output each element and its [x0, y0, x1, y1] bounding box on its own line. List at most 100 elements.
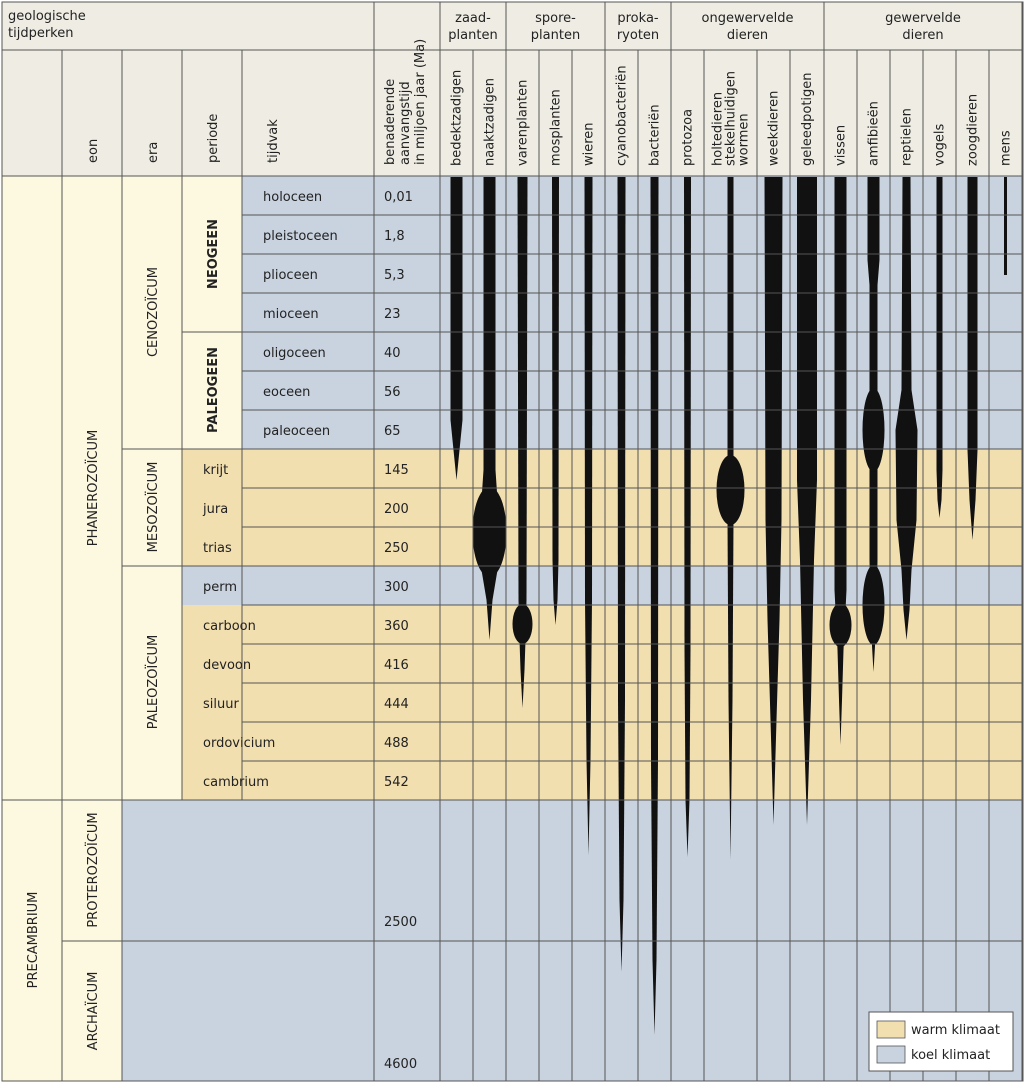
range-vissen — [834, 177, 847, 745]
age-label-perm: 300 — [384, 580, 409, 595]
range-mens — [1004, 177, 1007, 275]
period-neo-paleo-bg — [182, 176, 242, 449]
group-headers: zaad-plantenspore-plantenproka-ryotenong… — [448, 11, 961, 43]
organism-header-varenplanten: varenplanten — [516, 80, 531, 166]
row-bg-plioceen — [242, 254, 1023, 293]
peak-amfibieen — [862, 388, 885, 472]
epoch-label-holoceen: holoceen — [263, 190, 322, 205]
age-label-plioceen: 5,3 — [384, 268, 405, 283]
peak-holtedieren — [716, 455, 745, 525]
age-archaicum: 4600 — [384, 1057, 417, 1072]
organism-header-holtedieren-line3: wormen — [737, 113, 752, 166]
group-header-proka-line2: ryoten — [617, 28, 659, 43]
age-proterozoicum: 2500 — [384, 915, 417, 930]
epoch-label-perm: perm — [203, 580, 237, 595]
row-bg-mioceen — [242, 293, 1023, 332]
range-wieren — [584, 177, 593, 855]
group-header-zaad-line2: planten — [448, 28, 497, 43]
epoch-label-pleistoceen: pleistoceen — [263, 229, 338, 244]
organism-header-weekdieren: weekdieren — [767, 91, 782, 166]
range-geleedpotigen — [797, 177, 817, 825]
col-header-age-line3: in miljoen jaar (Ma) — [413, 39, 428, 165]
epoch-label-ordovicium: ordovicium — [203, 736, 275, 751]
era-label-cenozoicum: CENOZOÏCUM — [145, 267, 161, 357]
legend-swatch-warm — [876, 1020, 906, 1039]
organism-header-cyanobacterien: cyanobacteriën — [615, 65, 630, 166]
row-bg-jura — [182, 488, 1023, 527]
header-bg-right — [374, 2, 1023, 176]
epoch-label-trias: trias — [203, 541, 232, 556]
age-label-paleoceen: 65 — [384, 424, 401, 439]
peak-varenplanten — [512, 604, 533, 644]
header-bg-left — [2, 2, 374, 176]
col-header-age-line1: benaderende — [383, 79, 398, 165]
organism-header-holtedieren: holtedieren — [711, 92, 726, 166]
row-bg-paleoceen — [242, 410, 1023, 449]
col-header-age-line2: aanvangstijd — [398, 81, 413, 165]
row-bg-ordovicium — [182, 722, 1023, 761]
organism-header-geleedpotigen: geleedpotigen — [800, 72, 815, 166]
era-label-mesozoicum: MESOZOÏCUM — [145, 462, 161, 553]
age-label-krijt: 145 — [384, 463, 409, 478]
age-label-eoceen: 56 — [384, 385, 401, 400]
legend-label-koel: koel klimaat — [911, 1048, 990, 1063]
range-bedektzadigen — [450, 177, 463, 480]
peak-vissen — [829, 603, 852, 647]
period-label-paleogeen: PALEOGEEN — [206, 347, 221, 433]
corner-title-line2: tijdperken — [8, 26, 73, 41]
era-label-archaicum: ARCHAÏCUM — [85, 972, 101, 1051]
organism-header-reptielen: reptielen — [900, 108, 915, 166]
era-label-proterozoicum: PROTEROZOÏCUM — [85, 812, 101, 927]
spindle-layer — [450, 177, 1007, 1035]
col-header-epoch: tijdvak — [266, 119, 281, 163]
group-header-gew-line2: dieren — [902, 28, 943, 43]
group-header-ongew: ongewervelde — [702, 11, 794, 26]
epoch-label-paleoceen: paleoceen — [263, 424, 330, 439]
row-bg-siluur — [182, 683, 1023, 722]
range-weekdieren — [764, 177, 783, 825]
epoch-label-oligoceen: oligoceen — [263, 346, 326, 361]
row-bg-holoceen — [242, 176, 1023, 215]
row-bg-eoceen — [242, 371, 1023, 410]
organism-header-bedektzadigen: bedektzadigen — [450, 70, 465, 166]
row-bg-perm — [182, 566, 1023, 605]
organism-header-holtedieren-line2: stekelhuidigen — [724, 71, 739, 166]
group-header-spore: spore- — [535, 11, 576, 26]
age-label-ordovicium: 488 — [384, 736, 409, 751]
period-label-neogeen: NEOGEEN — [206, 219, 221, 289]
organism-header-zoogdieren: zoogdieren — [966, 94, 981, 166]
organism-header-vogels: vogels — [933, 123, 948, 166]
epoch-label-jura: jura — [202, 502, 228, 517]
age-label-trias: 250 — [384, 541, 409, 556]
row-bg-carboon — [182, 605, 1023, 644]
age-label-siluur: 444 — [384, 697, 409, 712]
age-label-mioceen: 23 — [384, 307, 401, 322]
age-label-pleistoceen: 1,8 — [384, 229, 405, 244]
era-meso-paleo-bg — [122, 449, 182, 800]
age-label-oligoceen: 40 — [384, 346, 401, 361]
row-bg-devoon — [182, 644, 1023, 683]
legend: warm klimaat koel klimaat — [868, 1011, 1014, 1072]
age-label-cambrium: 542 — [384, 775, 409, 790]
peak-naaktzadigen — [472, 487, 507, 577]
corner-title-line1: geologische — [8, 9, 86, 24]
organism-header-mens: mens — [999, 130, 1014, 166]
group-header-ongew-line2: dieren — [727, 28, 768, 43]
range-bacterien — [650, 177, 659, 1035]
organism-header-naaktzadigen: naaktzadigen — [483, 78, 498, 166]
group-header-spore-line2: planten — [531, 28, 580, 43]
epoch-label-siluur: siluur — [203, 697, 239, 712]
era-label-paleozoicum: PALEOZOÏCUM — [145, 635, 161, 729]
organism-header-bacterien: bacteriën — [648, 104, 663, 166]
epoch-label-carboon: carboon — [203, 619, 256, 634]
legend-label-warm: warm klimaat — [911, 1023, 1000, 1038]
row-bg-pleistoceen — [242, 215, 1023, 254]
eon-label-precambrium: PRECAMBRIUM — [26, 892, 41, 989]
range-reptielen — [895, 177, 918, 640]
organism-header-vissen: vissen — [834, 125, 849, 166]
row-bg-cambrium — [182, 761, 1023, 800]
group-header-proka: proka- — [617, 11, 659, 26]
